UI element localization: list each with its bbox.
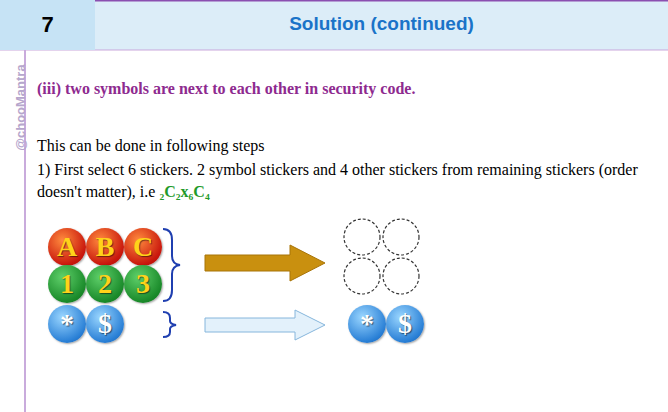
sticker-char: * bbox=[60, 310, 74, 338]
step-number: 7 bbox=[41, 12, 53, 38]
curly-brace bbox=[163, 229, 180, 301]
number-box: 7 bbox=[0, 0, 95, 50]
empty-slot bbox=[383, 258, 419, 294]
sticker-char: $ bbox=[398, 310, 412, 338]
header-rule bbox=[0, 50, 668, 51]
sticker-char: 2 bbox=[98, 270, 112, 298]
formula: ₂C₂x₆C₄ bbox=[159, 183, 209, 200]
step-intro: This can be done in following steps bbox=[37, 137, 657, 155]
sticker-circle: * bbox=[48, 305, 86, 343]
empty-slot bbox=[383, 219, 419, 255]
sticker-circle: $ bbox=[386, 305, 424, 343]
empty-slot bbox=[344, 258, 380, 294]
sticker-circle: * bbox=[348, 305, 386, 343]
top-rule bbox=[0, 0, 668, 2]
watermark: @chooMantra bbox=[13, 38, 28, 178]
sticker-char: 3 bbox=[136, 270, 150, 298]
step-paragraph: 1) First select 6 stickers. 2 symbol sti… bbox=[37, 159, 647, 203]
sticker-char: * bbox=[360, 310, 374, 338]
sticker-char: B bbox=[96, 233, 115, 261]
curly-brace bbox=[163, 312, 176, 337]
block-arrow bbox=[205, 245, 325, 281]
empty-slot bbox=[344, 219, 380, 255]
sticker-circle: C bbox=[124, 228, 162, 266]
sticker-circle: B bbox=[86, 228, 124, 266]
header-band bbox=[0, 0, 668, 50]
sticker-char: C bbox=[133, 233, 153, 261]
sticker-char: 1 bbox=[60, 270, 74, 298]
sticker-circle: 3 bbox=[124, 265, 162, 303]
sticker-circle: 1 bbox=[48, 265, 86, 303]
question-part: (iii) two symbols are next to each other… bbox=[37, 80, 657, 98]
title: Solution (continued) bbox=[95, 13, 668, 35]
sticker-circle: 2 bbox=[86, 265, 124, 303]
sticker-char: $ bbox=[98, 310, 112, 338]
sticker-circle: A bbox=[48, 228, 86, 266]
sticker-char: A bbox=[57, 233, 77, 261]
step-text: 1) First select 6 stickers. 2 symbol sti… bbox=[37, 161, 638, 200]
sticker-circle: $ bbox=[86, 305, 124, 343]
block-arrow bbox=[205, 310, 325, 340]
